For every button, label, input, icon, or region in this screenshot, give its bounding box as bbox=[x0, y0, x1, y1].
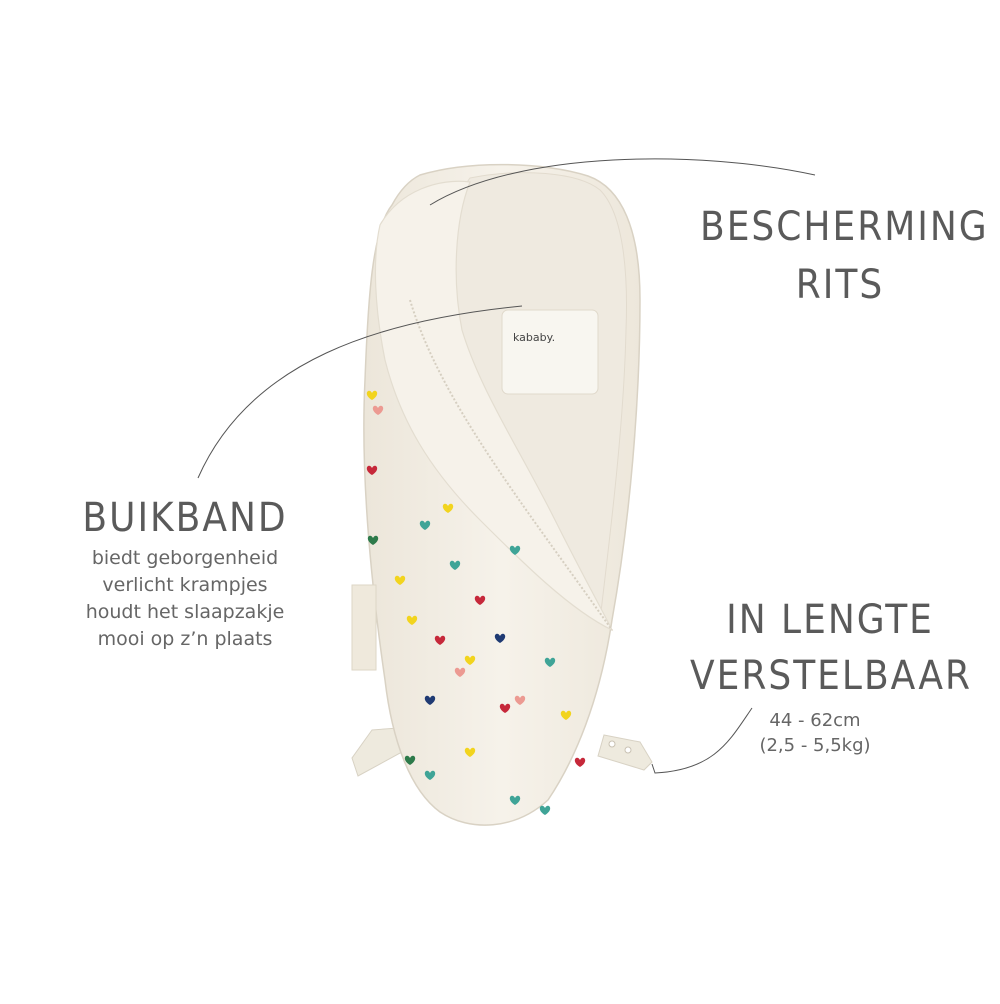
heart-icon bbox=[560, 710, 572, 720]
protection-heading: BESCHERMING RITS bbox=[700, 198, 989, 314]
brand-label-patch bbox=[501, 309, 599, 395]
belly-band-flap bbox=[374, 180, 614, 632]
heart-icon bbox=[442, 503, 454, 513]
heart-pattern bbox=[366, 390, 586, 815]
length-range-cm: 44 - 62cm bbox=[769, 710, 861, 731]
heart-icon bbox=[449, 560, 461, 570]
heart-icon bbox=[394, 575, 406, 585]
heart-icon bbox=[366, 390, 378, 400]
heart-icon bbox=[494, 633, 506, 643]
heart-icon bbox=[366, 465, 378, 475]
belly-band-heading: BUIKBAND bbox=[82, 495, 288, 541]
heart-icon bbox=[424, 770, 436, 780]
heart-icon bbox=[474, 595, 486, 605]
side-label bbox=[351, 584, 377, 671]
heart-icon bbox=[499, 703, 511, 713]
heart-icon bbox=[544, 657, 556, 667]
callout-line-length bbox=[651, 707, 753, 774]
heart-icon bbox=[434, 635, 446, 645]
length-heading-line2: VERSTELBAAR bbox=[690, 653, 972, 699]
heart-icon bbox=[464, 655, 476, 665]
callout-line-protection bbox=[429, 158, 816, 206]
heart-icon bbox=[424, 695, 436, 705]
heart-icon bbox=[454, 667, 466, 677]
heart-icon bbox=[509, 545, 521, 555]
adjust-strap-right bbox=[597, 734, 653, 771]
length-description: 44 - 62cm (2,5 - 5,5kg) bbox=[730, 708, 900, 758]
heart-icon bbox=[514, 695, 526, 705]
belly-band-line-3: houdt het slaapzakje bbox=[85, 601, 285, 623]
callout-line-belly-band bbox=[197, 305, 523, 479]
heart-icon bbox=[464, 747, 476, 757]
heart-icon bbox=[406, 615, 418, 625]
protection-heading-line1: BESCHERMING bbox=[700, 204, 989, 250]
heart-icon bbox=[539, 805, 551, 815]
heart-icon bbox=[372, 405, 384, 415]
brand-label-logo: kababy. bbox=[513, 331, 555, 344]
adjust-strap-left bbox=[351, 727, 403, 777]
heart-icon bbox=[367, 535, 379, 545]
length-range-kg: (2,5 - 5,5kg) bbox=[759, 735, 871, 756]
belly-band-line-1: biedt geborgenheid bbox=[91, 547, 279, 569]
length-heading: IN LENGTE VERSTELBAAR bbox=[690, 592, 970, 704]
heart-icon bbox=[404, 755, 416, 765]
belly-band-line-4: mooi op z’n plaats bbox=[97, 628, 273, 650]
heart-icon bbox=[574, 757, 586, 767]
protection-heading-line2: RITS bbox=[795, 262, 885, 308]
length-heading-line1: IN LENGTE bbox=[726, 597, 934, 643]
heart-icon bbox=[509, 795, 521, 805]
zipper bbox=[409, 299, 613, 631]
belly-band-line-2: verlicht krampjes bbox=[102, 574, 268, 596]
heart-icon bbox=[419, 520, 431, 530]
belly-band-description: biedt geborgenheid verlicht krampjes hou… bbox=[40, 545, 330, 653]
